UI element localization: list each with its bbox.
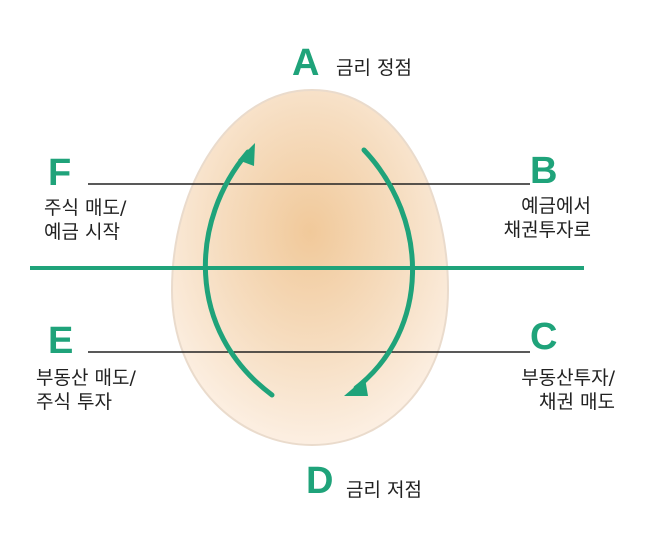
left-arrow-head-icon [238,143,255,166]
point-d-letter: D [306,460,334,502]
point-b-label-line-1: 예금에서 [521,195,591,217]
point-f-letter: F [48,152,72,194]
point-a-letter: A [292,42,320,84]
point-f-label-line-2: 예금 시작 [44,221,120,243]
left-up-arrow [202,149,275,398]
point-c-label-line-1: 부동산투자/ [521,367,615,389]
point-e-letter: E [48,320,74,362]
point-c-letter: C [530,316,558,358]
point-e-label-line-1: 부동산 매도/ [36,367,136,389]
point-d-label: 금리 저점 [346,479,422,501]
point-b-label-line-2: 채권투자로 [503,219,591,241]
point-c-label-line-2: 채권 매도 [539,391,615,413]
point-f-label-line-1: 주식 매도/ [44,197,127,219]
point-a-label: 금리 정점 [336,57,412,79]
point-c-label: 부동산투자/ 채권 매도 [521,366,615,414]
point-f-label: 주식 매도/ 예금 시작 [44,196,126,244]
point-e-label: 부동산 매도/ 주식 투자 [36,366,136,414]
point-b-label: 예금에서 채권투자로 [504,194,591,242]
right-down-arrow [353,147,415,391]
point-e-label-line-2: 주식 투자 [36,391,112,413]
right-arrow-head-icon [344,378,368,396]
point-b-letter: B [530,150,558,192]
